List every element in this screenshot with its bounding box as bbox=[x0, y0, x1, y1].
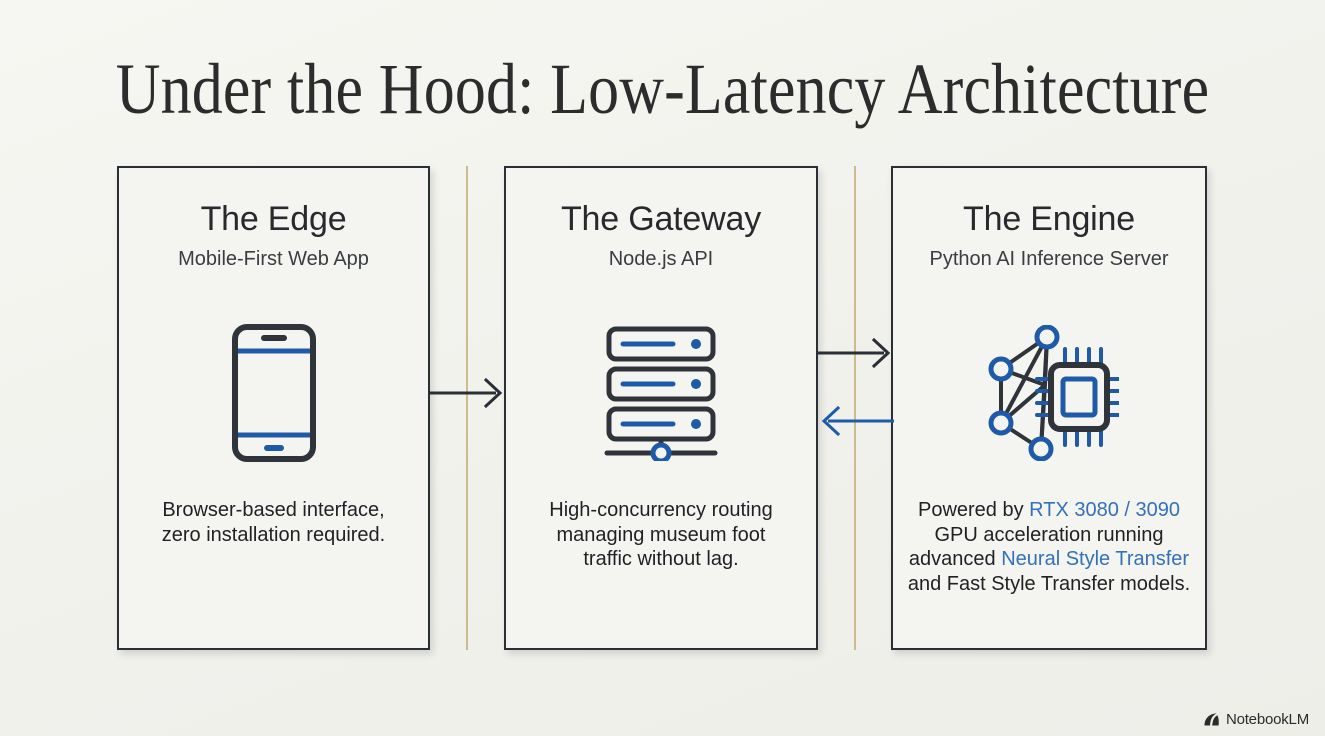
mobile-phone-icon bbox=[231, 324, 316, 462]
card-engine-body-highlight-1: RTX 3080 / 3090 bbox=[1029, 499, 1181, 521]
card-engine-body-text-4: and Fast Style Transfer models. bbox=[907, 572, 1191, 595]
server-rack-icon bbox=[604, 326, 718, 461]
watermark: NotebookLM bbox=[1203, 711, 1309, 728]
card-engine-body-text-2: GPU acceleration running advanced bbox=[908, 523, 1164, 571]
card-gateway-body-line-2: managing museum foot bbox=[556, 523, 766, 546]
card-gateway-body: High-concurrency routing managing museum… bbox=[520, 498, 802, 572]
arrow-engine-to-gateway bbox=[821, 405, 894, 437]
card-edge-subtitle: Mobile-First Web App bbox=[178, 248, 369, 270]
card-engine-subtitle: Python AI Inference Server bbox=[929, 248, 1169, 270]
card-engine-title: The Engine bbox=[963, 200, 1135, 238]
neural-network-chip-icon bbox=[988, 325, 1119, 461]
card-edge-body-line-1: Browser-based interface, bbox=[162, 499, 385, 521]
card-gateway-title: The Gateway bbox=[560, 200, 761, 238]
card-edge-icon-wrap bbox=[119, 318, 428, 468]
card-edge-body-line-2: zero installation required. bbox=[161, 523, 386, 546]
card-gateway-icon-wrap bbox=[506, 318, 816, 468]
card-edge[interactable]: The Edge Mobile-First Web App Browser-ba… bbox=[117, 166, 430, 650]
card-engine-body: Powered by RTX 3080 / 3090 GPU accelerat… bbox=[907, 498, 1191, 596]
card-engine-body-highlight-3: Neural Style Transfer bbox=[1001, 548, 1190, 570]
card-engine[interactable]: The Engine Python AI Inference Server bbox=[891, 166, 1207, 650]
card-engine-body-text-0: Powered by bbox=[917, 499, 1030, 521]
notebooklm-spiral-icon bbox=[1204, 713, 1219, 726]
card-gateway-body-line-3: traffic without lag. bbox=[583, 548, 739, 570]
card-edge-title: The Edge bbox=[200, 200, 347, 238]
arrow-gateway-to-engine bbox=[818, 337, 891, 369]
card-gateway-subtitle: Node.js API bbox=[608, 248, 714, 270]
arrow-edge-to-gateway bbox=[430, 377, 503, 409]
divider-line-2 bbox=[854, 166, 856, 650]
card-engine-icon-wrap bbox=[893, 318, 1205, 468]
card-gateway-body-line-1: High-concurrency routing bbox=[549, 499, 773, 521]
watermark-label: NotebookLM bbox=[1225, 711, 1309, 728]
page-title: Under the Hood: Low-Latency Architecture bbox=[115, 49, 1210, 129]
divider-line-1 bbox=[466, 166, 468, 650]
card-edge-body: Browser-based interface, zero installati… bbox=[133, 498, 414, 547]
card-gateway[interactable]: The Gateway Node.js API bbox=[504, 166, 818, 650]
